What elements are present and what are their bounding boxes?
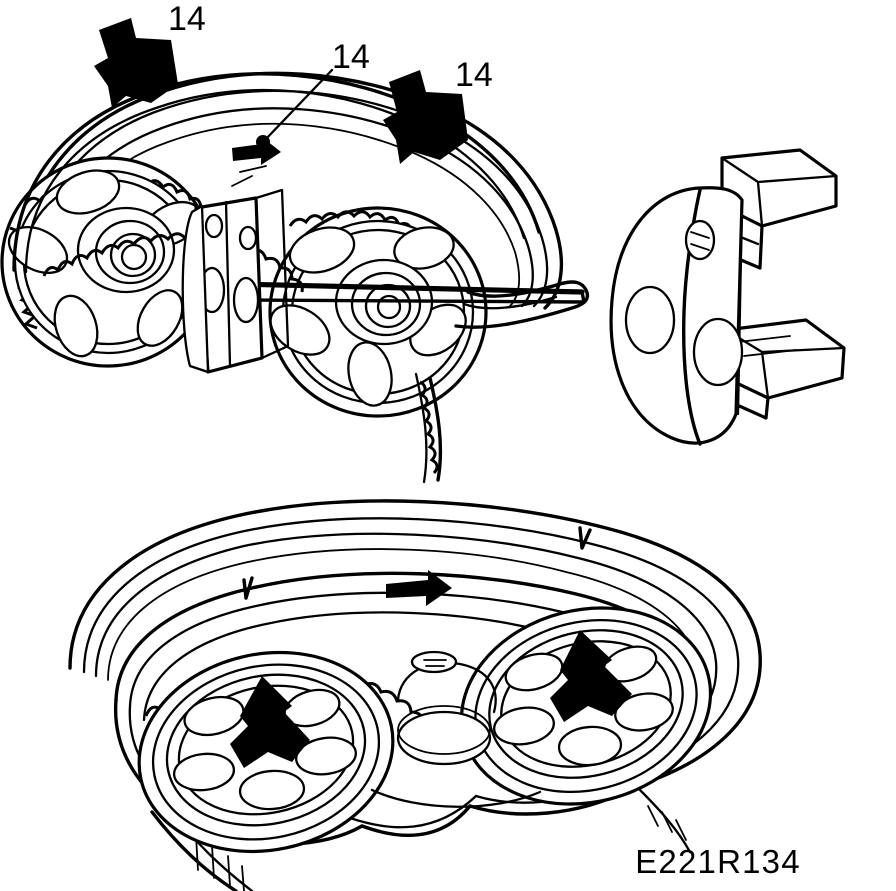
- callout-label-14-center: 14: [332, 38, 370, 76]
- belt-timing-mark-right: [578, 526, 592, 550]
- view-upper: 14 14 14: [0, 0, 590, 484]
- leader-line: [263, 68, 334, 142]
- cylinder-head-centre-detail: [370, 650, 542, 808]
- belt-direction-arrow-upper: [232, 137, 281, 165]
- sprocket-seating-arrow-right: [550, 630, 632, 722]
- camshaft-locking-tool-installed: [181, 165, 290, 374]
- block-arrow-down-right: [383, 70, 468, 164]
- tool-hole-right: [692, 317, 744, 387]
- tool-body-plate: [609, 186, 744, 446]
- figure-code-label: E221R134: [635, 843, 801, 880]
- view-lower: [68, 499, 762, 891]
- belt-timing-mark-left: [242, 576, 254, 600]
- belt-direction-arrow-lower: [386, 570, 452, 606]
- tool-upper-prong: [720, 148, 838, 270]
- callout-1-group: 14: [94, 0, 206, 108]
- right-camshaft-sprocket: [268, 206, 488, 418]
- sprocket-seating-arrow-left: [230, 676, 310, 768]
- tool-screw: [684, 219, 716, 261]
- callout-label-14-right: 14: [455, 56, 493, 94]
- right-camshaft-sprocket-lower: [459, 606, 713, 806]
- block-arrow-down-left: [94, 18, 178, 108]
- view-tool-detail: [609, 148, 846, 446]
- callout-2-group: 14: [232, 38, 370, 165]
- left-camshaft-sprocket-lower: [137, 650, 395, 854]
- callout-3-group: 14: [383, 56, 493, 164]
- tool-hole-left: [624, 285, 676, 355]
- callout-label-14-left: 14: [168, 0, 206, 38]
